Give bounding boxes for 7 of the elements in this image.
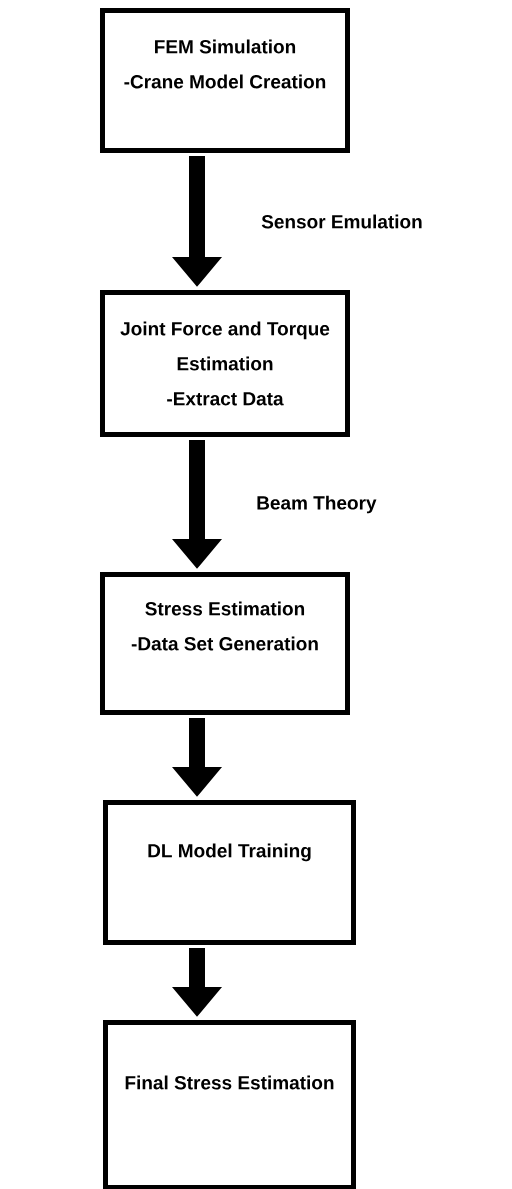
process-box: Final Stress Estimation — [103, 1020, 356, 1189]
process-box: Joint Force and Torque Estimation -Extract Data — [100, 290, 350, 437]
process-box: FEM Simulation -Crane Model Creation — [100, 8, 350, 153]
process-box: DL Model Training — [103, 800, 356, 945]
edge-label: Beam Theory — [257, 495, 377, 514]
edge-label: Sensor Emulation — [261, 214, 422, 229]
process-box: Stress Estimation -Data Set Generation — [100, 572, 350, 715]
